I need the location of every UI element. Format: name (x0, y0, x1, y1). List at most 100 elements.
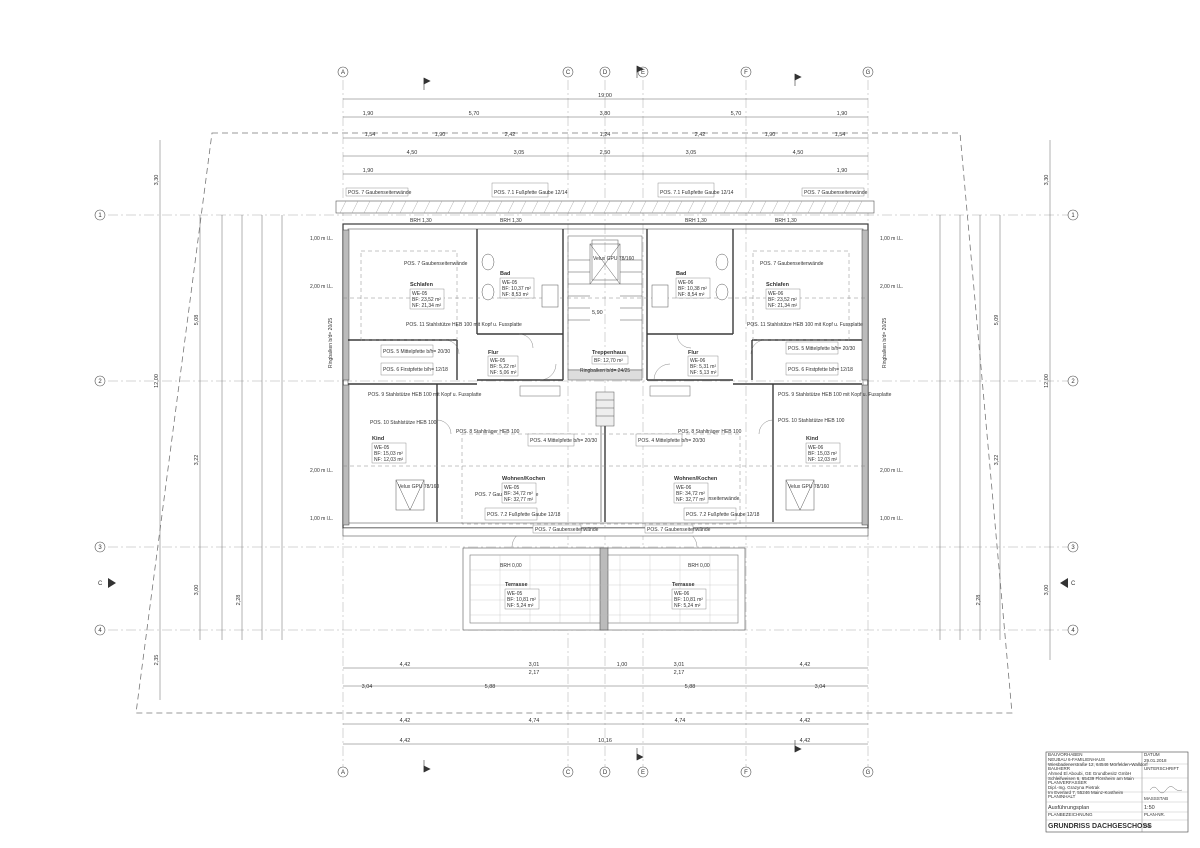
tb-client-2: Schleifweisen 6, 65439 Flörsheim am Main (1048, 776, 1134, 781)
dim-value: 5,70 (469, 111, 480, 117)
tb-plan-no-label: PLAN-NR. (1144, 812, 1165, 817)
dim-overall-depth: 12,00 (154, 374, 160, 388)
dim-value: 2,28 (976, 595, 982, 606)
elev-mark: 1,00 m l.L. (880, 516, 903, 522)
dim-value: 4,50 (407, 150, 418, 156)
section-label: C (1071, 581, 1076, 587)
pos-label: POS. 5 Mittelpfette b/h= 20/30 (383, 349, 450, 355)
axis-bubbles-bottom: A C D E F G (337, 766, 874, 778)
pos-label: POS. 11 Stahlstütze HEB 100 mit Kopf u. … (406, 322, 522, 328)
dim-value: 3,00 (194, 585, 200, 596)
axis-label: 4 (1071, 628, 1075, 634)
sanitary-fixtures (481, 253, 729, 308)
elevation-marks: 1,00 m l.L. 2,00 m l.L. 2,00 m l.L. 1,00… (310, 236, 903, 522)
room-bf: BF: 10,38 m² (678, 286, 707, 292)
room-name: Schlafen (410, 282, 434, 288)
pos-label: POS. 7.1 Fußpfette Gaube 12/14 (660, 190, 734, 196)
velux-windows (395, 239, 815, 511)
tb-project: NEUBAU 6-FAMILIENHAUS (1048, 757, 1105, 762)
dim-value: 1,90 (837, 111, 848, 117)
tb-title: GRUNDRISS DACHGESCHOSS (1048, 823, 1152, 830)
pos-label: POS. 10 Stahlstütze HEB 100 (778, 418, 845, 424)
axis-label: 2 (98, 379, 102, 385)
tb-planner-2: Im Everlard 7, 55246 Mainz-Kostheim (1048, 790, 1124, 795)
pos-label: Ringbalken b/d= 24/25 (580, 368, 630, 374)
axis-label: D (603, 70, 608, 76)
tb-plan-no: 04 (1144, 824, 1150, 830)
brh-label: BRH 0,00 (688, 563, 710, 569)
pos-label: POS. 5 Mittelpfette b/h= 20/30 (788, 346, 855, 352)
room-name: Bad (500, 271, 510, 277)
axis-label: 2 (1071, 379, 1075, 385)
brh-label: BRH 1,30 (685, 218, 707, 224)
room-nf: NF: 5,24 m² (507, 603, 534, 609)
dim-value: 1,00 (617, 662, 628, 668)
roof-outline (135, 132, 1013, 714)
pos-label: POS. 9 Stahlstütze HEB 100 mit Kopf u. F… (778, 392, 892, 398)
wall-left-lower (342, 384, 350, 526)
pos-label: POS. 7.2 Fußpfette Gaube 12/18 (686, 512, 760, 518)
room-name: Wohnen/Kochen (674, 476, 718, 482)
elev-mark: 2,00 m l.L. (310, 284, 333, 290)
room-nf: NF: 8,54 m² (678, 292, 705, 298)
room-bf: BF: 10,37 m² (502, 286, 531, 292)
elev-mark: 2,00 m l.L. (310, 468, 333, 474)
dim-value: 2,28 (236, 595, 242, 606)
dim-value: 3,05 (514, 150, 525, 156)
room-unit: WE-05 (374, 445, 390, 451)
pos-label: POS. 9 Stahlstütze HEB 100 mit Kopf u. F… (368, 392, 482, 398)
dim-value: 5,88 (685, 684, 696, 690)
dimension-chains-bottom (343, 667, 868, 745)
dim-value: 1,90 (765, 132, 776, 138)
elev-mark: 1,00 m l.L. (880, 236, 903, 242)
room-nf: NF: 32,77 m² (676, 497, 706, 503)
axis-label: F (744, 70, 748, 76)
room-nf: NF: 5,24 m² (674, 603, 701, 609)
dim-value: 2,42 (695, 132, 706, 138)
axis-label: 4 (98, 628, 102, 634)
tb-phase-label: PLANINHALT (1048, 794, 1076, 799)
axis-bubbles-top: A C D E F G (337, 66, 874, 78)
dim-value: 4,50 (793, 150, 804, 156)
room-bf: BF: 34,72 m² (676, 491, 705, 497)
axis-label: 1 (1071, 213, 1075, 219)
elev-mark: 2,00 m l.L. (880, 468, 903, 474)
signature (1149, 786, 1183, 794)
dim-value: 1,54 (835, 132, 846, 138)
pos-label: POS. 7 Gaubenseitenwände (647, 527, 711, 533)
dim-value: 3,01 (529, 662, 540, 668)
axis-label: 3 (1071, 545, 1075, 551)
dim-value: 4,42 (400, 738, 411, 744)
room-nf: NF: 32,77 m² (504, 497, 534, 503)
dim-value: 4,42 (400, 662, 411, 668)
room-name: Schlafen (766, 282, 790, 288)
dimension-text-top: 19,00 1,90 5,70 3,80 5,70 1,90 1,54 1,90… (363, 93, 848, 174)
dim-value: 4,42 (800, 738, 811, 744)
dim-value: 3,22 (994, 455, 1000, 466)
dimension-text-bottom: 4,42 3,01 1,00 3,01 4,42 2,17 2,17 3,04 … (362, 662, 826, 744)
dimension-text-sides: 3,30 12,00 2,35 5,08 3,22 3,00 2,28 3,30… (154, 175, 1050, 666)
dim-value: 2,17 (674, 670, 685, 676)
brh-label: BRH 1,30 (500, 218, 522, 224)
tb-scale-label: MASSSTAB (1144, 796, 1168, 801)
wall-right-upper (861, 229, 869, 381)
dim-value: 1,90 (837, 168, 848, 174)
room-unit: WE-06 (674, 591, 690, 597)
axis-grid (108, 80, 1070, 770)
axis-label: D (603, 770, 608, 776)
tb-project-label: BAUVORHABEN (1048, 752, 1083, 757)
room-unit: WE-05 (507, 591, 523, 597)
party-wall-shaft (595, 391, 615, 427)
title-block: BAUVORHABEN NEUBAU 6-FAMILIENHAUS Wiesba… (1045, 751, 1189, 833)
room-bf: BF: 34,72 m² (504, 491, 533, 497)
dim-value: 1,90 (435, 132, 446, 138)
dim-value: 2,50 (600, 150, 611, 156)
dim-value: 1,24 (600, 132, 611, 138)
room-unit: WE-05 (490, 358, 506, 364)
wall-right-lower (861, 384, 869, 526)
axis-label: G (866, 770, 871, 776)
room-bf: BF: 10,81 m² (674, 597, 703, 603)
dim-value: 4,74 (529, 718, 540, 724)
room-unit: WE-05 (504, 485, 520, 491)
